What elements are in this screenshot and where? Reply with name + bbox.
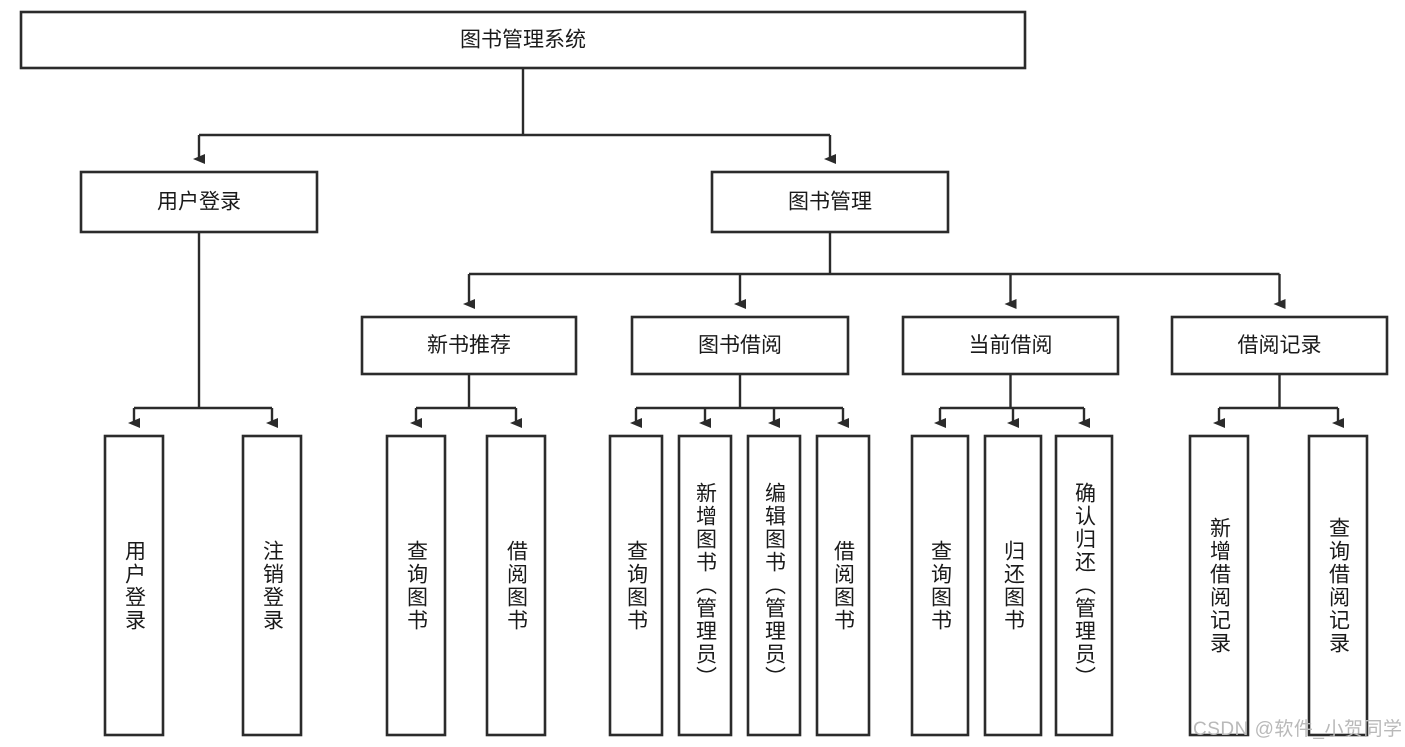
node-box-leaf-logout[interactable] <box>241 434 303 737</box>
node-box-leaf-add-book[interactable] <box>677 434 733 737</box>
node-label-book-borrow: 图书借阅 <box>698 334 782 357</box>
node-current-borrow[interactable]: 当前借阅 <box>901 315 1120 376</box>
node-root[interactable]: 图书管理系统 <box>19 10 1027 70</box>
node-label-user-login: 用户登录 <box>157 191 241 214</box>
node-box-book-manage[interactable] <box>710 170 950 234</box>
node-leaf-add-book[interactable] <box>677 434 733 737</box>
node-box-leaf-user-login[interactable] <box>103 434 165 737</box>
node-leaf-query-record[interactable] <box>1307 434 1369 737</box>
node-box-book-borrow[interactable] <box>630 315 850 376</box>
node-leaf-add-record[interactable] <box>1188 434 1250 737</box>
node-book-borrow[interactable]: 图书借阅 <box>630 315 850 376</box>
node-box-user-login[interactable] <box>79 170 319 234</box>
node-leaf-query-book-2[interactable] <box>608 434 664 737</box>
node-box-leaf-edit-book[interactable] <box>746 434 802 737</box>
node-new-book-rec[interactable]: 新书推荐 <box>360 315 578 376</box>
node-label-current-borrow: 当前借阅 <box>969 334 1053 357</box>
csdn-watermark: CSDN @软件_小贺同学 <box>1193 719 1403 740</box>
node-leaf-logout[interactable] <box>241 434 303 737</box>
node-box-leaf-add-record[interactable] <box>1188 434 1250 737</box>
node-leaf-user-login[interactable] <box>103 434 165 737</box>
node-leaf-query-book-3[interactable] <box>910 434 970 737</box>
node-leaf-borrow-book-2[interactable] <box>815 434 871 737</box>
node-leaf-query-book-1[interactable] <box>385 434 447 737</box>
node-box-leaf-borrow-book-2[interactable] <box>815 434 871 737</box>
node-label-new-book-rec: 新书推荐 <box>427 334 511 357</box>
node-box-leaf-query-book-2[interactable] <box>608 434 664 737</box>
node-borrow-record[interactable]: 借阅记录 <box>1170 315 1389 376</box>
node-leaf-borrow-book-1[interactable] <box>485 434 547 737</box>
node-box-new-book-rec[interactable] <box>360 315 578 376</box>
node-leaf-confirm-return[interactable] <box>1054 434 1114 737</box>
connector-lines <box>128 68 1344 428</box>
node-box-current-borrow[interactable] <box>901 315 1120 376</box>
node-box-leaf-query-book-1[interactable] <box>385 434 447 737</box>
node-box-leaf-return-book[interactable] <box>983 434 1043 737</box>
node-box-root[interactable] <box>19 10 1027 70</box>
node-user-login[interactable]: 用户登录 <box>79 170 319 234</box>
node-leaf-edit-book[interactable] <box>746 434 802 737</box>
node-box-borrow-record[interactable] <box>1170 315 1389 376</box>
node-box-leaf-query-record[interactable] <box>1307 434 1369 737</box>
node-label-root: 图书管理系统 <box>460 29 586 52</box>
node-label-borrow-record: 借阅记录 <box>1238 334 1322 357</box>
node-box-leaf-confirm-return[interactable] <box>1054 434 1114 737</box>
node-label-book-manage: 图书管理 <box>788 191 872 214</box>
node-leaf-return-book[interactable] <box>983 434 1043 737</box>
node-book-manage[interactable]: 图书管理 <box>710 170 950 234</box>
node-box-leaf-borrow-book-1[interactable] <box>485 434 547 737</box>
node-box-leaf-query-book-3[interactable] <box>910 434 970 737</box>
